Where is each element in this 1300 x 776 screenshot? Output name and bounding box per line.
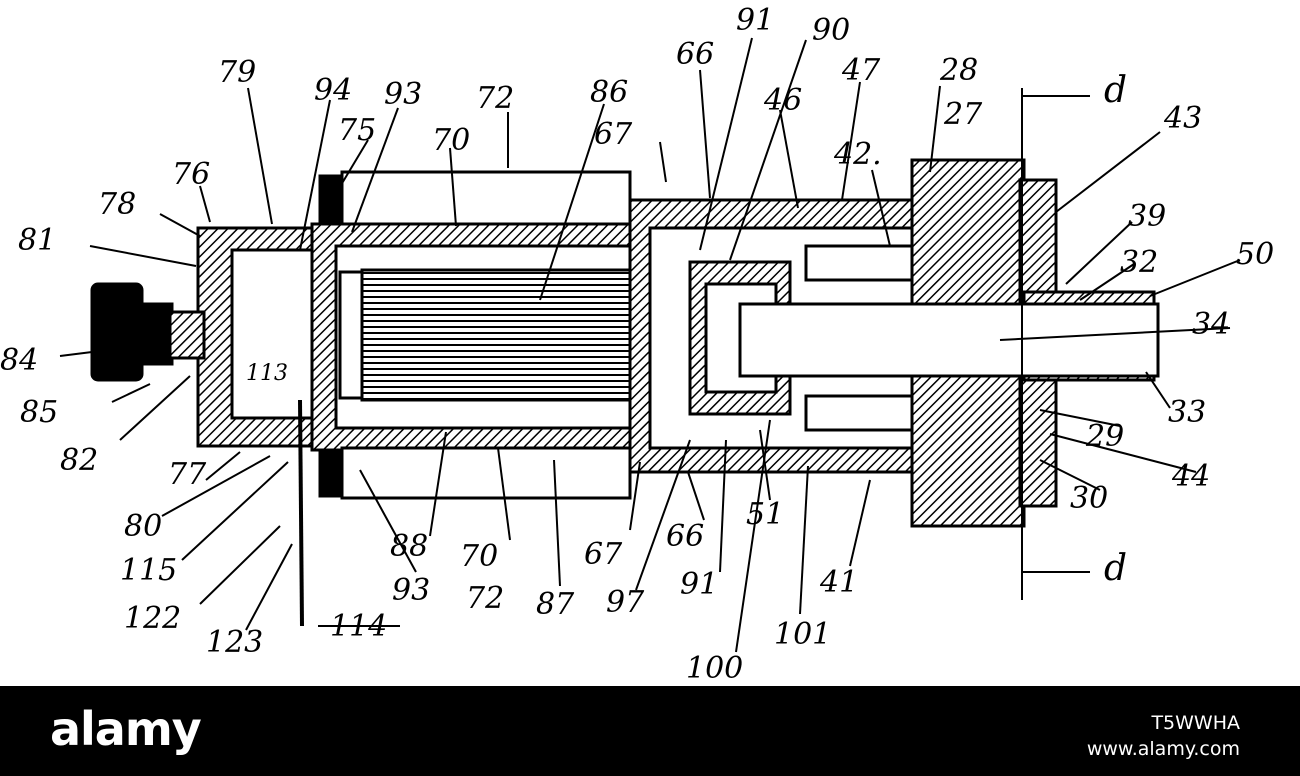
mechanism-body [60,38,1240,652]
label-39: 39 [1128,199,1166,234]
image-id: T5WWHA [1151,712,1240,734]
label-94: 94 [314,73,352,108]
label-43: 43 [1163,101,1202,136]
label-66-lower: 66 [666,519,704,554]
section-label-top: d [1104,70,1127,111]
label-66: 66 [676,37,714,72]
label-41: 41 [819,565,858,600]
label-123: 123 [206,625,263,660]
site-url: www.alamy.com [1087,738,1240,760]
knob-hub [142,304,172,364]
field-magnet-bottom [342,448,630,498]
label-101: 101 [774,617,831,652]
label-113: 113 [246,361,288,386]
label-114: 114 [330,609,387,644]
label-75: 75 [338,113,376,148]
label-34: 34 [1192,307,1230,342]
label-79: 79 [218,55,256,90]
label-46: 46 [763,83,802,118]
label-82: 82 [60,443,98,478]
label-85: 85 [20,395,58,430]
field-magnet-top [342,172,630,224]
section-label-bottom: d [1104,548,1127,589]
label-51: 51 [746,497,784,532]
label-91: 91 [736,3,774,38]
label-32: 32 [1120,245,1158,280]
watermark-footer: alamy T5WWHA www.alamy.com [0,686,1300,776]
label-28: 28 [939,53,978,88]
patent-drawing-area: 79 94 93 72 86 66 91 90 47 28 27 43 75 7… [0,0,1300,686]
label-72-lower: 72 [466,581,504,616]
label-80: 80 [124,509,162,544]
label-42: 42. [833,137,882,172]
label-50: 50 [1236,237,1274,272]
label-93-lower: 93 [392,573,430,608]
label-115: 115 [120,553,177,588]
label-88: 88 [390,529,428,564]
label-87: 87 [536,587,575,622]
label-84: 84 [0,343,38,378]
end-cap-chamber [232,250,312,418]
label-27: 27 [943,97,983,132]
label-67: 67 [594,117,633,152]
label-122: 122 [124,601,181,636]
lever-pin [300,400,302,626]
label-70-lower: 70 [460,539,498,574]
label-70: 70 [432,123,470,158]
commutator-left [340,272,362,398]
patent-drawing: 79 94 93 72 86 66 91 90 47 28 27 43 75 7… [0,0,1300,686]
drive-shaft [740,304,1158,376]
label-90: 90 [812,13,850,48]
label-77: 77 [168,457,207,492]
label-93: 93 [384,77,422,112]
label-76: 76 [172,157,210,192]
label-47: 47 [841,53,881,88]
label-100: 100 [686,651,743,686]
adjusting-knob [92,284,142,380]
flange-bottom [320,450,342,496]
label-30: 30 [1070,481,1108,516]
label-44: 44 [1171,459,1210,494]
brand-logo: alamy [50,702,201,756]
flange-top [320,176,342,224]
label-33: 33 [1168,395,1206,430]
label-72: 72 [476,81,514,116]
adjusting-screw [170,312,204,358]
label-29: 29 [1085,419,1124,454]
label-78: 78 [98,187,136,222]
label-91-lower: 91 [680,567,718,602]
label-81: 81 [18,223,56,258]
label-86: 86 [590,75,628,110]
label-97: 97 [606,585,645,620]
label-67-lower: 67 [584,537,623,572]
